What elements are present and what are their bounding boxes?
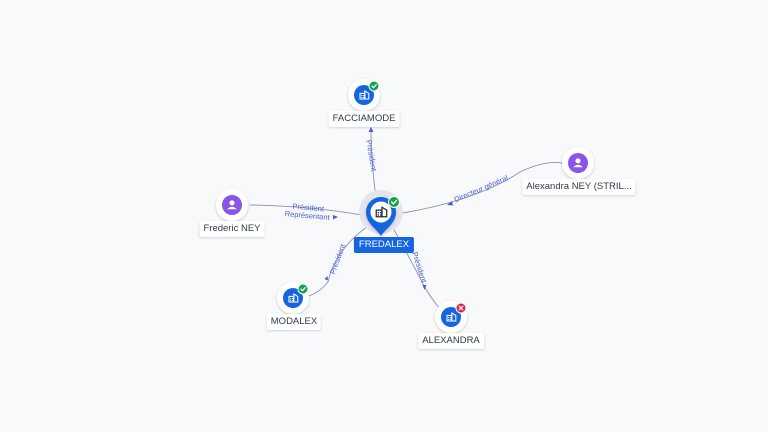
edge-label-alexandra-person: Directeur général xyxy=(453,173,510,204)
alexandra-company-label[interactable]: ALEXANDRA xyxy=(418,333,484,349)
building-icon xyxy=(375,206,388,218)
closed-icon xyxy=(455,302,467,314)
edge-label-frederic: Président xyxy=(292,202,325,214)
alexandra-company-node[interactable] xyxy=(435,301,467,333)
alexandra-person-label[interactable]: Alexandra NEY (STRIL... xyxy=(522,179,636,195)
alexandra-person-node[interactable] xyxy=(562,147,594,179)
facciamode-label[interactable]: FACCIAMODE xyxy=(328,111,400,127)
center-node[interactable] xyxy=(359,190,403,236)
edge-frederic: Président Représentant xyxy=(249,202,363,222)
modalex-label[interactable]: MODALEX xyxy=(266,314,322,330)
modalex-node[interactable] xyxy=(277,282,309,314)
edge-label-frederic-2: Représentant xyxy=(284,209,331,222)
check-icon xyxy=(297,283,309,295)
edge-facciamode: Président xyxy=(364,127,379,199)
frederic-node[interactable] xyxy=(216,189,248,221)
check-icon xyxy=(368,80,380,92)
facciamode-node[interactable] xyxy=(348,79,380,111)
frederic-label[interactable]: Frederic NEY xyxy=(199,221,265,237)
center-label[interactable]: FREDALEX xyxy=(353,237,415,253)
check-icon xyxy=(388,196,400,208)
edge-label-modalex: Président xyxy=(328,242,348,276)
edge-label-alexandra-company: Président xyxy=(410,251,429,285)
edge-label-facciamode: Président xyxy=(364,139,379,173)
